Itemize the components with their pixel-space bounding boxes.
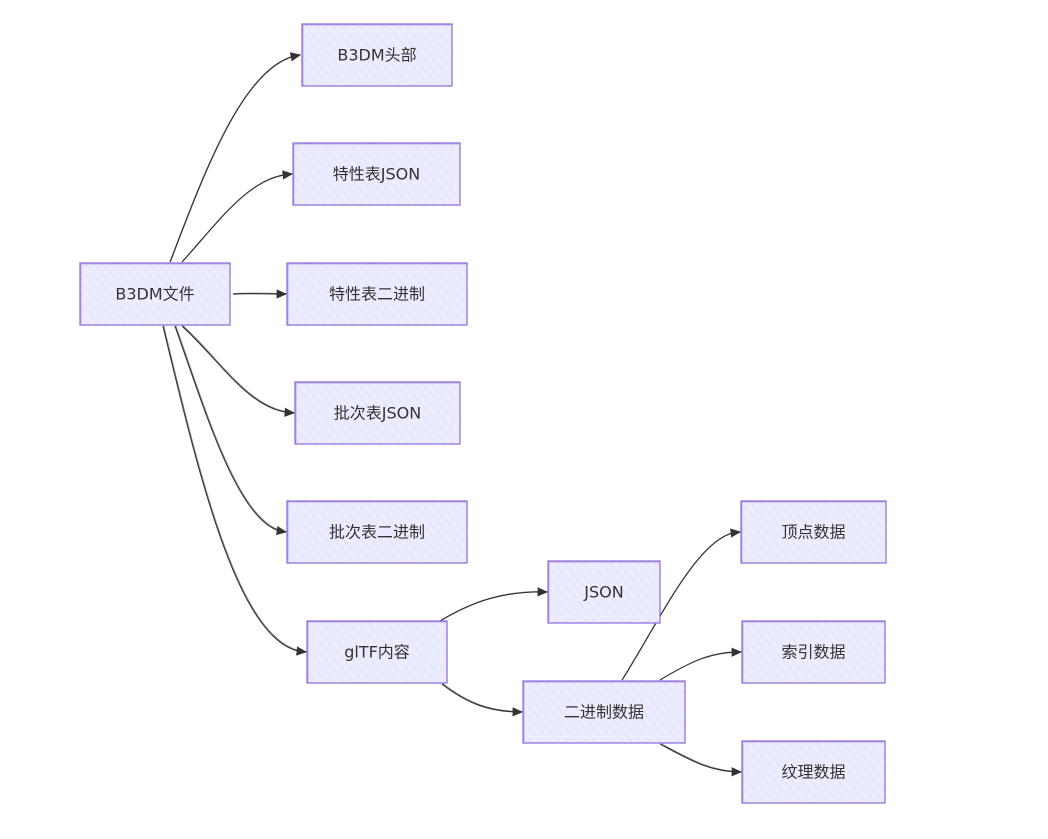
arrowhead [730,528,741,538]
node-label: B3DM文件 [115,285,194,304]
edge-binary-data-to-index-data [659,651,742,681]
node-gltf-content[interactable]: glTF内容 [306,620,448,684]
node-feature-table-json[interactable]: 特性表JSON [292,142,461,206]
arrowhead [731,647,742,657]
node-label: 批次表JSON [334,404,421,423]
arrowhead [284,407,295,417]
node-b3dm-file[interactable]: B3DM文件 [79,262,231,326]
edge-binary-data-to-texture-data [659,743,742,773]
node-label: 索引数据 [781,643,845,662]
edge-gltf-content-to-json [439,591,548,622]
node-label: 特性表JSON [333,165,420,184]
node-label: 特性表二进制 [329,285,425,304]
node-label: JSON [583,583,623,602]
node-b3dm-header[interactable]: B3DM头部 [301,23,453,87]
node-json[interactable]: JSON [547,560,661,624]
edge-b3dm-file-to-batch-table-binary [174,325,287,533]
edge-b3dm-file-to-gltf-content [162,325,307,653]
node-index-data[interactable]: 索引数据 [741,620,886,684]
arrowhead [289,52,301,62]
node-batch-table-json[interactable]: 批次表JSON [294,381,461,445]
node-label: 顶点数据 [781,523,845,542]
arrowhead [276,289,287,299]
node-binary-data[interactable]: 二进制数据 [522,680,686,744]
arrowhead [282,170,293,180]
node-label: B3DM头部 [337,46,416,65]
node-label: 二进制数据 [564,703,644,722]
edge-binary-data-to-vertex-data [621,531,741,681]
nodes-layer: B3DM文件 B3DM头部 特性表JSON 特性表二进制 批次表JSON [79,23,887,804]
edge-b3dm-file-to-feature-table-json [181,173,293,263]
node-feature-table-binary[interactable]: 特性表二进制 [286,262,468,326]
arrowhead [537,587,548,597]
node-label: 纹理数据 [781,763,845,782]
arrowhead [512,707,523,717]
arrowhead [276,526,287,536]
edge-b3dm-file-to-batch-table-json [181,325,295,414]
arrowhead [296,646,307,656]
node-label: glTF内容 [344,643,410,662]
edge-b3dm-file-to-b3dm-header [169,54,301,263]
node-texture-data[interactable]: 纹理数据 [741,740,886,804]
arrowhead [731,767,742,777]
node-vertex-data[interactable]: 顶点数据 [740,500,887,564]
node-batch-table-binary[interactable]: 批次表二进制 [286,500,468,564]
edge-gltf-content-to-binary-data [441,683,523,713]
edges-layer [162,52,742,777]
node-label: 批次表二进制 [329,523,425,542]
